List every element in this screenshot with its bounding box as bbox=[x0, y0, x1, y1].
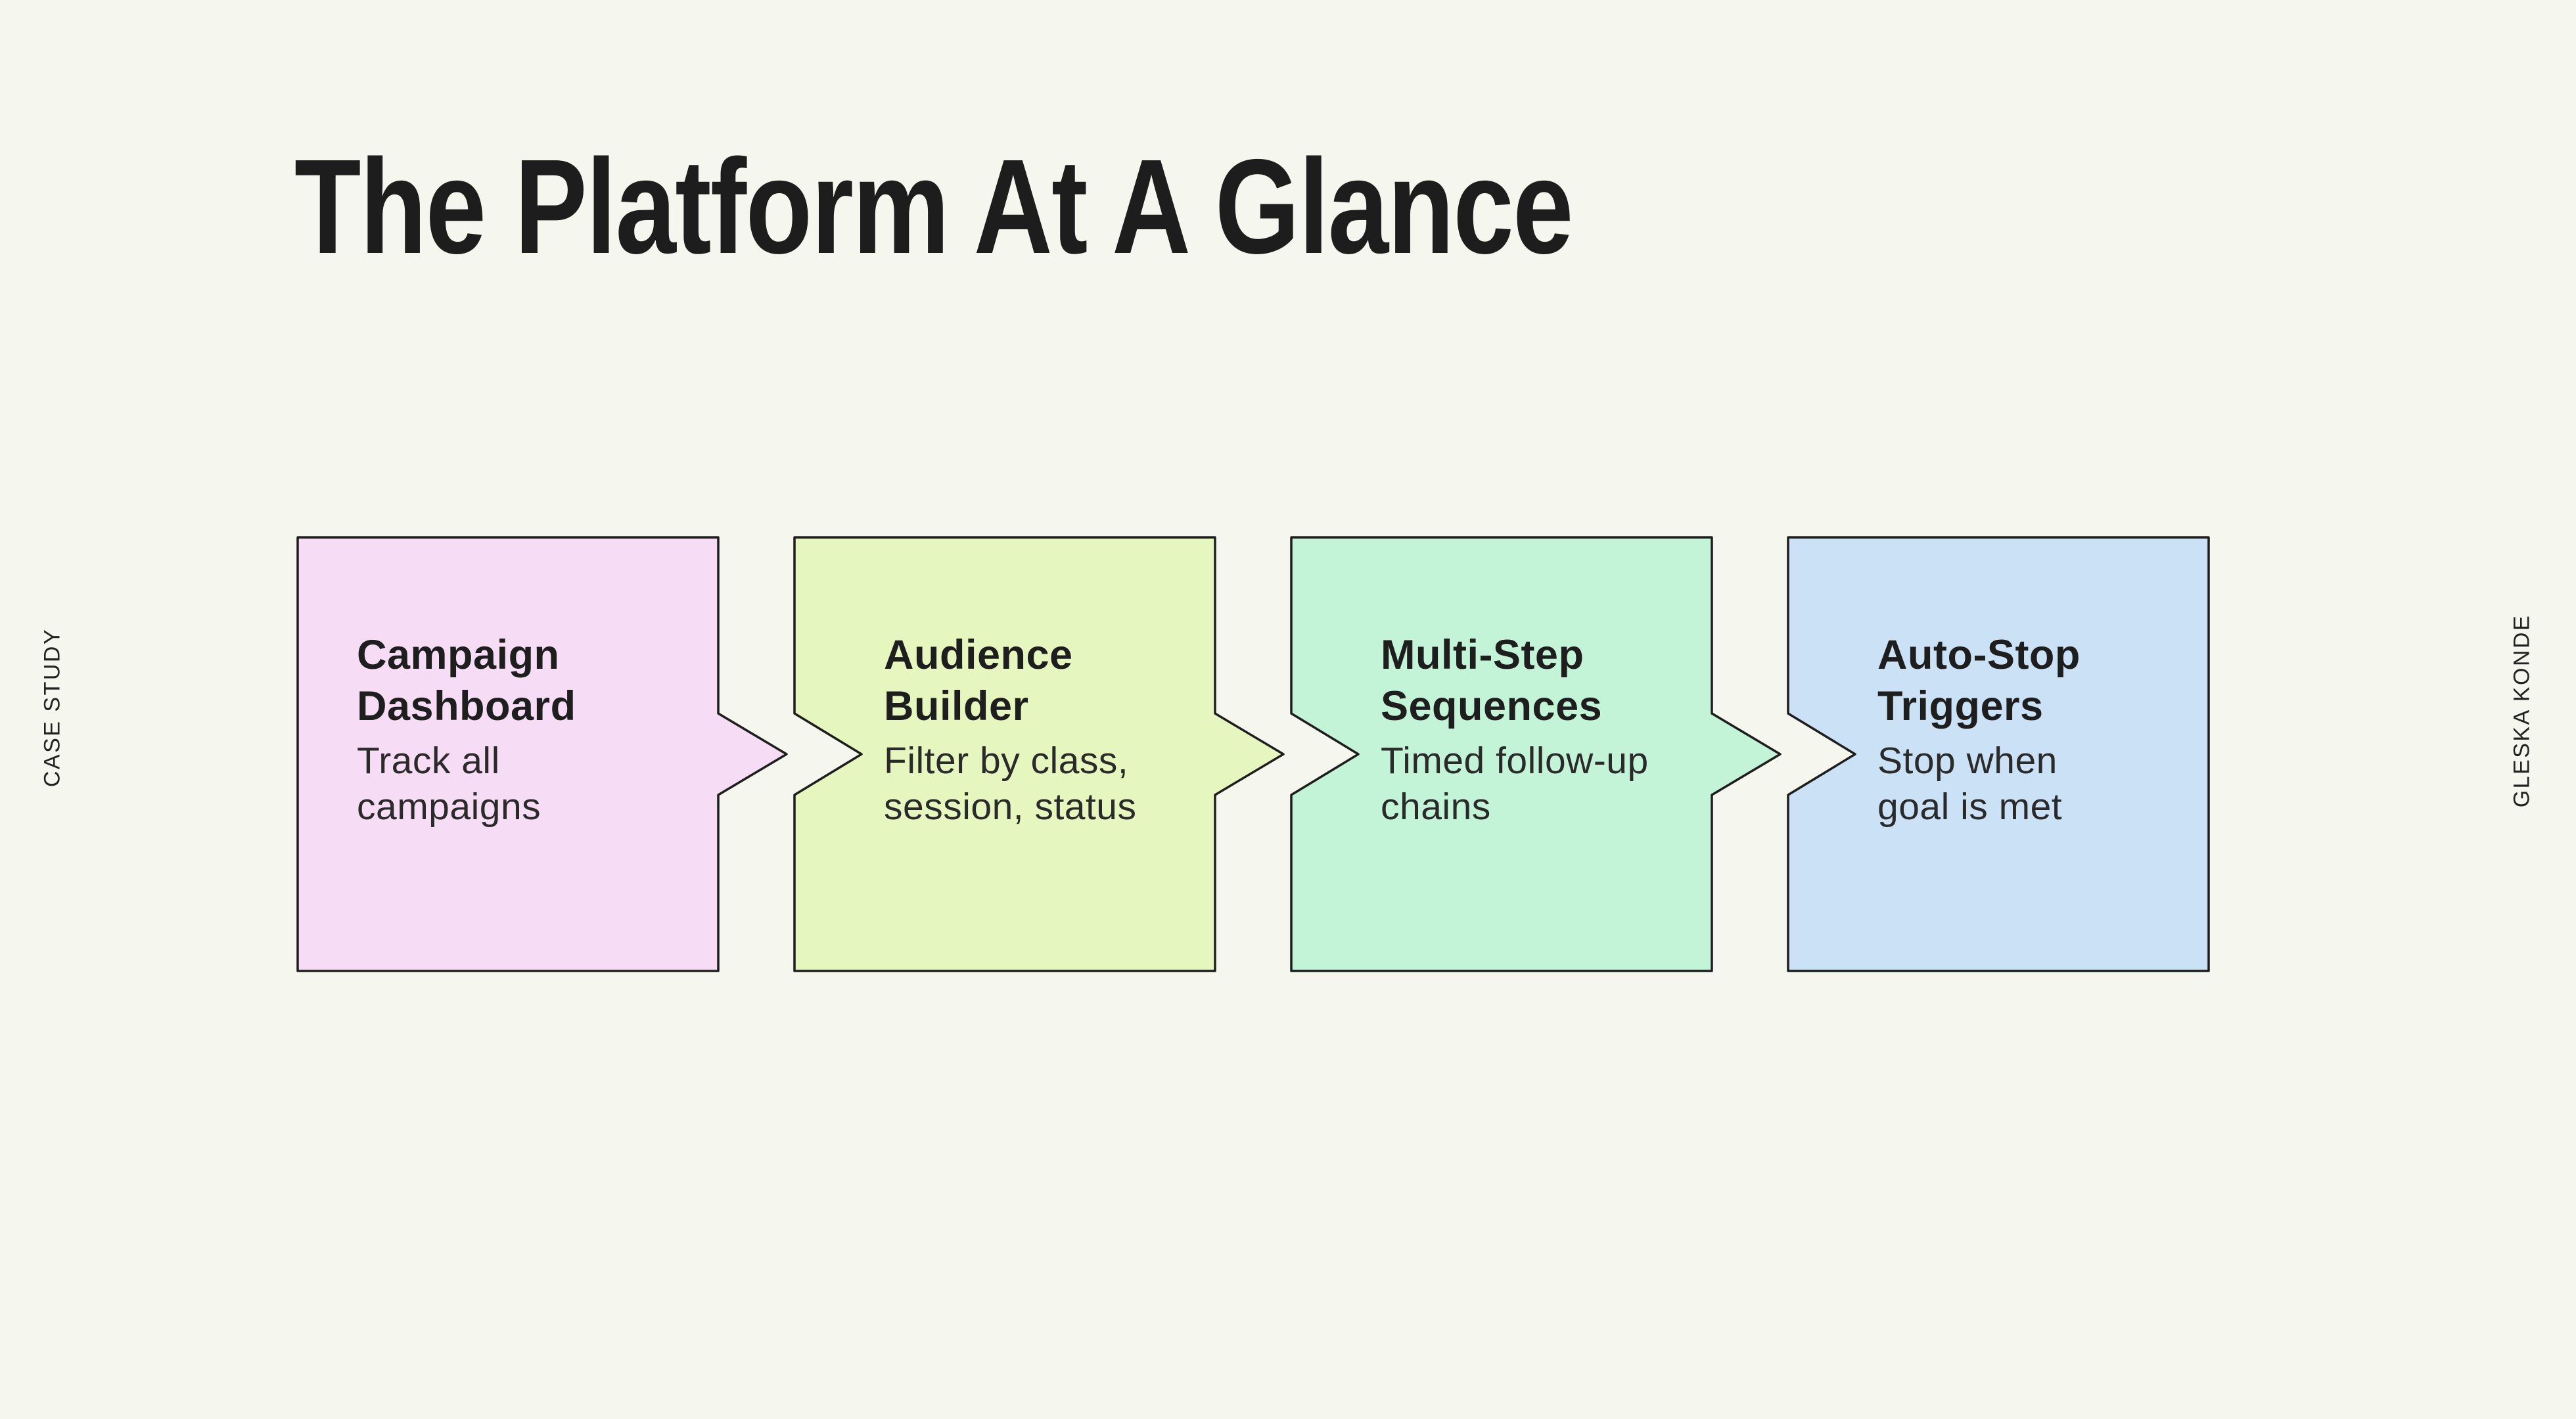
card-arrow-shape bbox=[793, 536, 1285, 972]
card-heading: Multi-Step Sequences bbox=[1381, 632, 1603, 730]
card-body: Timed follow-up chains bbox=[1381, 740, 1649, 828]
card-heading: Campaign Dashboard bbox=[357, 632, 576, 730]
side-label-case-study: CASE STUDY bbox=[39, 627, 65, 788]
card-outline bbox=[1787, 536, 2210, 972]
card-body: Track all campaigns bbox=[357, 740, 541, 828]
side-label-author: GLESKA KONDE bbox=[2509, 614, 2535, 808]
card-text-block: Auto-Stop Triggers Stop when goal is met bbox=[1877, 629, 2174, 830]
card-text-block: Multi-Step Sequences Timed follow-up cha… bbox=[1381, 629, 1678, 830]
card-heading: Audience Builder bbox=[884, 632, 1073, 730]
card-text-block: Audience Builder Filter by class, sessio… bbox=[884, 629, 1181, 830]
card-auto-stop-triggers: Auto-Stop Triggers Stop when goal is met bbox=[1787, 536, 2281, 975]
card-body: Stop when goal is met bbox=[1877, 740, 2063, 828]
card-text-block: Campaign Dashboard Track all campaigns bbox=[357, 629, 666, 830]
card-audience-builder: Audience Builder Filter by class, sessio… bbox=[793, 536, 1287, 975]
card-heading: Auto-Stop Triggers bbox=[1877, 632, 2081, 730]
card-multi-step-sequences: Multi-Step Sequences Timed follow-up cha… bbox=[1290, 536, 1784, 975]
card-campaign-dashboard: Campaign Dashboard Track all campaigns bbox=[296, 536, 791, 975]
card-outline bbox=[793, 536, 1285, 972]
card-outline bbox=[296, 536, 788, 972]
card-arrow-shape bbox=[296, 536, 788, 972]
card-arrow-shape bbox=[1290, 536, 1782, 972]
card-body: Filter by class, session, status bbox=[884, 740, 1137, 828]
page-title: The Platform At A Glance bbox=[294, 131, 1573, 282]
card-arrow-shape bbox=[1787, 536, 2210, 972]
card-outline bbox=[1290, 536, 1782, 972]
